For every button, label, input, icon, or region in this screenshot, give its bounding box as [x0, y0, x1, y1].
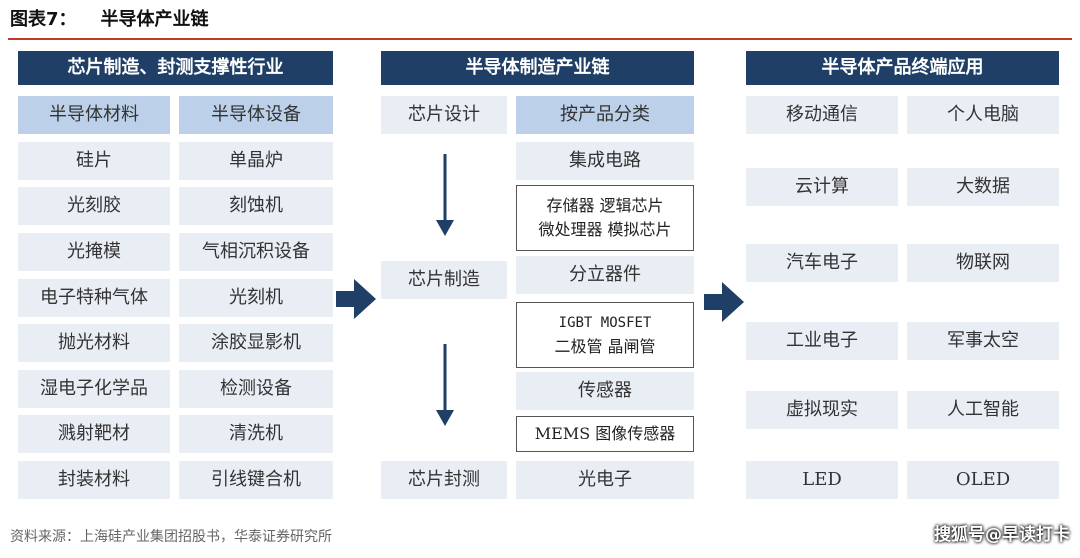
app-item: 工业电子 [746, 322, 898, 360]
product-sensor: 传感器 [516, 372, 694, 410]
material-item: 溅射靶材 [18, 415, 170, 453]
down-arrow-icon [436, 344, 454, 426]
material-item: 电子特种气体 [18, 279, 170, 317]
app-item: 移动通信 [746, 96, 898, 134]
equipment-item: 涂胶显影机 [179, 324, 333, 362]
material-item: 抛光材料 [18, 324, 170, 362]
down-arrow-icon [436, 154, 454, 236]
right-arrow-icon [704, 282, 744, 322]
ic-sub-line: 存储器 逻辑芯片 [546, 196, 664, 215]
equipment-item: 单晶炉 [179, 142, 333, 180]
classify-title: 按产品分类 [516, 96, 694, 134]
product-optoelectronics: 光电子 [516, 461, 694, 499]
stage-manufacture: 芯片制造 [381, 261, 507, 299]
product-ic: 集成电路 [516, 142, 694, 180]
watermark: 搜狐号@早读打卡 [934, 525, 1070, 545]
material-item: 硅片 [18, 142, 170, 180]
app-item: 虚拟现实 [746, 391, 898, 429]
left-header: 芯片制造、封测支撑性行业 [18, 51, 333, 85]
right-header: 半导体产品终端应用 [746, 51, 1059, 85]
equipment-item: 光刻机 [179, 279, 333, 317]
app-item: 大数据 [907, 168, 1059, 206]
app-item: 物联网 [907, 244, 1059, 282]
equipment-item: 引线键合机 [179, 461, 333, 499]
product-discrete-detail: IGBT MOSFET 二极管 晶闸管 [516, 302, 694, 368]
material-item: 湿电子化学品 [18, 370, 170, 408]
equipment-item: 刻蚀机 [179, 187, 333, 225]
app-item: 云计算 [746, 168, 898, 206]
equipment-item: 清洗机 [179, 415, 333, 453]
materials-title: 半导体材料 [18, 96, 170, 134]
app-item: LED [746, 461, 898, 499]
sensor-sub-line: MEMS 图像传感器 [534, 424, 676, 443]
equipment-item: 气相沉积设备 [179, 233, 333, 271]
equipment-item: 检测设备 [179, 370, 333, 408]
material-item: 光掩模 [18, 233, 170, 271]
right-arrow-icon [336, 279, 376, 319]
product-sensor-detail: MEMS 图像传感器 [516, 416, 694, 452]
stage-design: 芯片设计 [381, 96, 507, 134]
title-divider [8, 38, 1072, 40]
app-item: 军事太空 [907, 322, 1059, 360]
material-item: 封装材料 [18, 461, 170, 499]
app-item: 个人电脑 [907, 96, 1059, 134]
ic-sub-line: 微处理器 模拟芯片 [538, 220, 672, 239]
app-item: 汽车电子 [746, 244, 898, 282]
discrete-sub-line: IGBT MOSFET [558, 315, 652, 331]
equipment-title: 半导体设备 [179, 96, 333, 134]
app-item: OLED [907, 461, 1059, 499]
source-note: 资料来源：上海硅产业集团招股书，华泰证券研究所 [10, 529, 332, 545]
material-item: 光刻胶 [18, 187, 170, 225]
discrete-sub-line: 二极管 晶闸管 [554, 337, 656, 356]
product-discrete: 分立器件 [516, 256, 694, 294]
stage-packaging-test: 芯片封测 [381, 461, 507, 499]
figure-number: 图表7： [10, 9, 77, 30]
app-item: 人工智能 [907, 391, 1059, 429]
figure-title-text: 半导体产业链 [100, 9, 209, 30]
middle-header: 半导体制造产业链 [381, 51, 694, 85]
figure-title: 图表7： 半导体产业链 [10, 6, 209, 34]
product-ic-detail: 存储器 逻辑芯片 微处理器 模拟芯片 [516, 185, 694, 251]
